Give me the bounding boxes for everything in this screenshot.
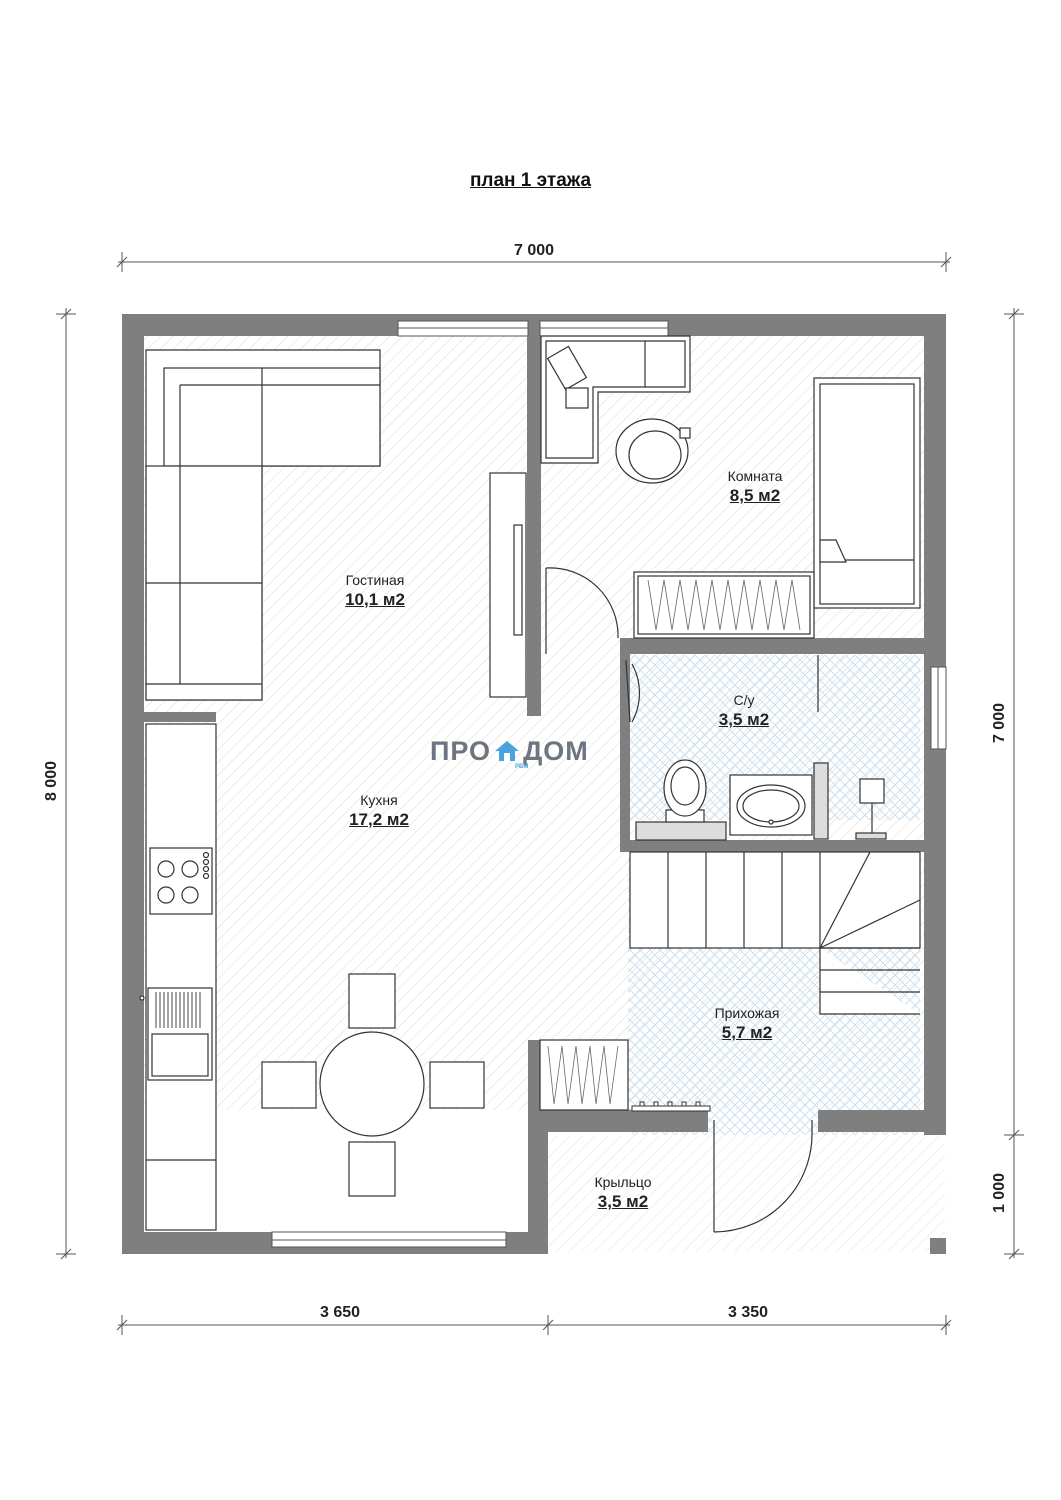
inner-walls [144, 336, 924, 1110]
entrance-door [713, 1120, 813, 1233]
logo-right: ДОМ [523, 736, 589, 766]
house-icon [494, 738, 520, 761]
plan-title: план 1 этажа [469, 170, 592, 191]
window-lines [272, 327, 939, 1241]
room-name: Кухня [360, 792, 398, 808]
room-name: Прихожая [714, 1005, 780, 1021]
radiator [631, 1101, 711, 1112]
room-name: С/у [733, 692, 755, 708]
logo-sub: РБМ [515, 764, 529, 770]
outer-walls [122, 314, 946, 1254]
dining-set [261, 973, 485, 1197]
company-logo: ПРО ДОМ РБМ [430, 736, 589, 770]
room-label-living: Гостиная 10,1 м2 [300, 572, 450, 610]
room-wardrobe [633, 571, 815, 639]
kitchen-counter [139, 723, 217, 1231]
room-area: 17,2 м2 [349, 810, 409, 829]
room-name: Гостиная [345, 572, 405, 588]
bath-door [625, 659, 641, 723]
logo-left: ПРО [430, 736, 492, 766]
porch-floor [548, 1135, 945, 1252]
dimension-lines [56, 252, 1024, 1335]
room-label-bedroom: Комната 8,5 м2 [680, 468, 830, 506]
staircase [629, 851, 921, 1015]
room-label-porch: Крыльцо 3,5 м2 [548, 1174, 698, 1212]
room-area: 5,7 м2 [721, 1023, 773, 1042]
room-area: 3,5 м2 [597, 1192, 649, 1211]
dim-bottom-right: 3 350 [727, 1304, 769, 1321]
shower-tap [855, 778, 887, 840]
desk [540, 335, 691, 464]
sofa [145, 349, 381, 701]
room-area: 10,1 м2 [345, 590, 405, 609]
office-chair [615, 418, 691, 484]
room-name: Крыльцо [594, 1174, 652, 1190]
dim-right-main: 7 000 [991, 702, 1008, 744]
toilet [635, 759, 727, 841]
dim-bottom-left: 3 650 [319, 1304, 361, 1321]
room-door [545, 567, 619, 654]
room-name: Комната [727, 468, 783, 484]
room-label-bath: С/у 3,5 м2 [694, 692, 794, 730]
sink [729, 762, 829, 840]
dim-left: 8 000 [43, 760, 60, 802]
tv-unit [489, 472, 527, 698]
room-area: 8,5 м2 [729, 486, 781, 505]
room-area: 3,5 м2 [718, 710, 770, 729]
dim-right-porch: 1 000 [991, 1172, 1008, 1214]
hall-wardrobe [539, 1039, 629, 1111]
bed [813, 377, 921, 609]
dim-top: 7 000 [513, 242, 555, 259]
room-label-kitchen: Кухня 17,2 м2 [304, 792, 454, 830]
room-label-hall: Прихожая 5,7 м2 [672, 1005, 822, 1043]
